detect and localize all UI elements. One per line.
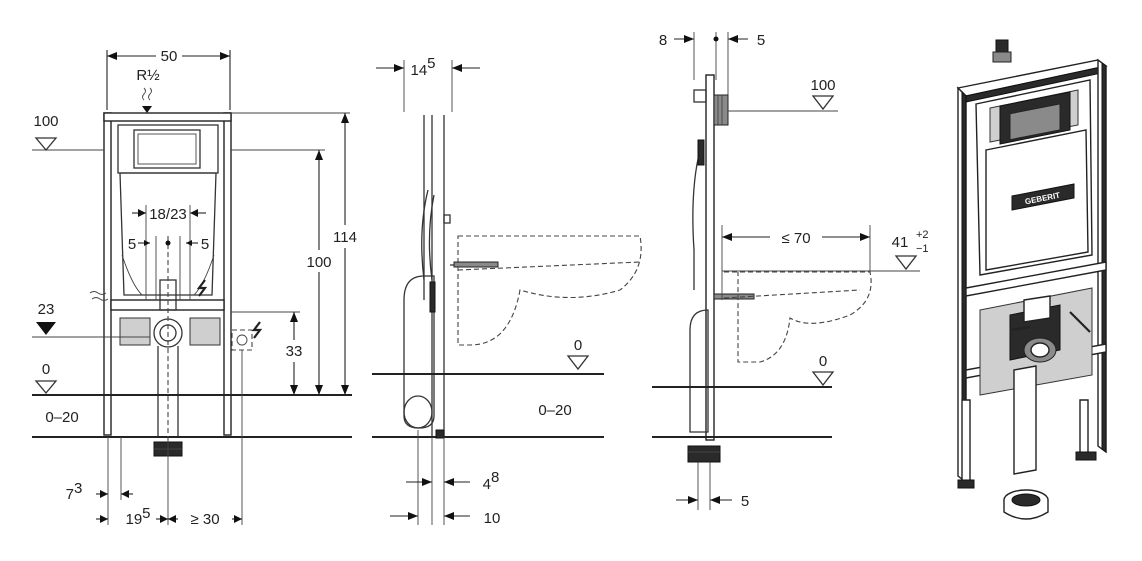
water-inlet-icon (142, 87, 152, 101)
height-100-label: 100 (306, 254, 331, 271)
electric-icon-2 (196, 279, 208, 297)
section-tol-plus-label: +2 (916, 229, 929, 241)
side-view: 145 0 0–20 48 10 (372, 55, 642, 527)
water-supply-icon (89, 291, 109, 301)
front-level-100-label: 100 (33, 113, 58, 130)
front-width-label: 50 (161, 48, 178, 65)
height-114-label: 114 (333, 229, 357, 246)
side-dim-10-label: 10 (484, 510, 501, 527)
section-level-100-label: 100 (810, 77, 835, 94)
electric-icon (251, 321, 263, 339)
section-height-41-label: 41 (892, 234, 909, 251)
connection-label: R½ (136, 67, 160, 84)
offset-5-left-label: 5 (128, 236, 136, 253)
side-depth-label: 145 (410, 55, 435, 79)
section-tol-minus-label: −1 (916, 243, 929, 255)
front-level-0-label: 0 (42, 361, 50, 378)
dim-7-3-label: 73 (66, 480, 83, 503)
offset-5-right-label: 5 (201, 236, 209, 253)
spacing-18-23-label: 18/23 (149, 206, 187, 223)
front-floor-range-label: 0–20 (45, 409, 78, 426)
side-level-0-label: 0 (574, 337, 582, 354)
section-dim-8-label: 8 (659, 32, 667, 49)
section-dim-5-bottom-label: 5 (741, 493, 749, 510)
section-view: 8 5 100 ≤ 70 41 +2 −1 (652, 32, 929, 510)
dim-19-5-label: 195 (125, 505, 150, 528)
dim-ge-30-label: ≥ 30 (190, 511, 219, 528)
section-dim-5-top-label: 5 (757, 32, 765, 49)
section-level-0-label: 0 (819, 353, 827, 370)
height-33-label: 33 (286, 343, 303, 360)
front-level-23-label: 23 (38, 301, 55, 318)
front-view: 50 R½ 100 (32, 48, 357, 528)
section-max-70-label: ≤ 70 (781, 230, 810, 247)
product-view: GEBERIT (956, 39, 1108, 520)
side-floor-range-label: 0–20 (538, 402, 571, 419)
side-dim-4-label: 48 (483, 469, 500, 493)
brand-logo: GEBERIT (1011, 183, 1075, 211)
